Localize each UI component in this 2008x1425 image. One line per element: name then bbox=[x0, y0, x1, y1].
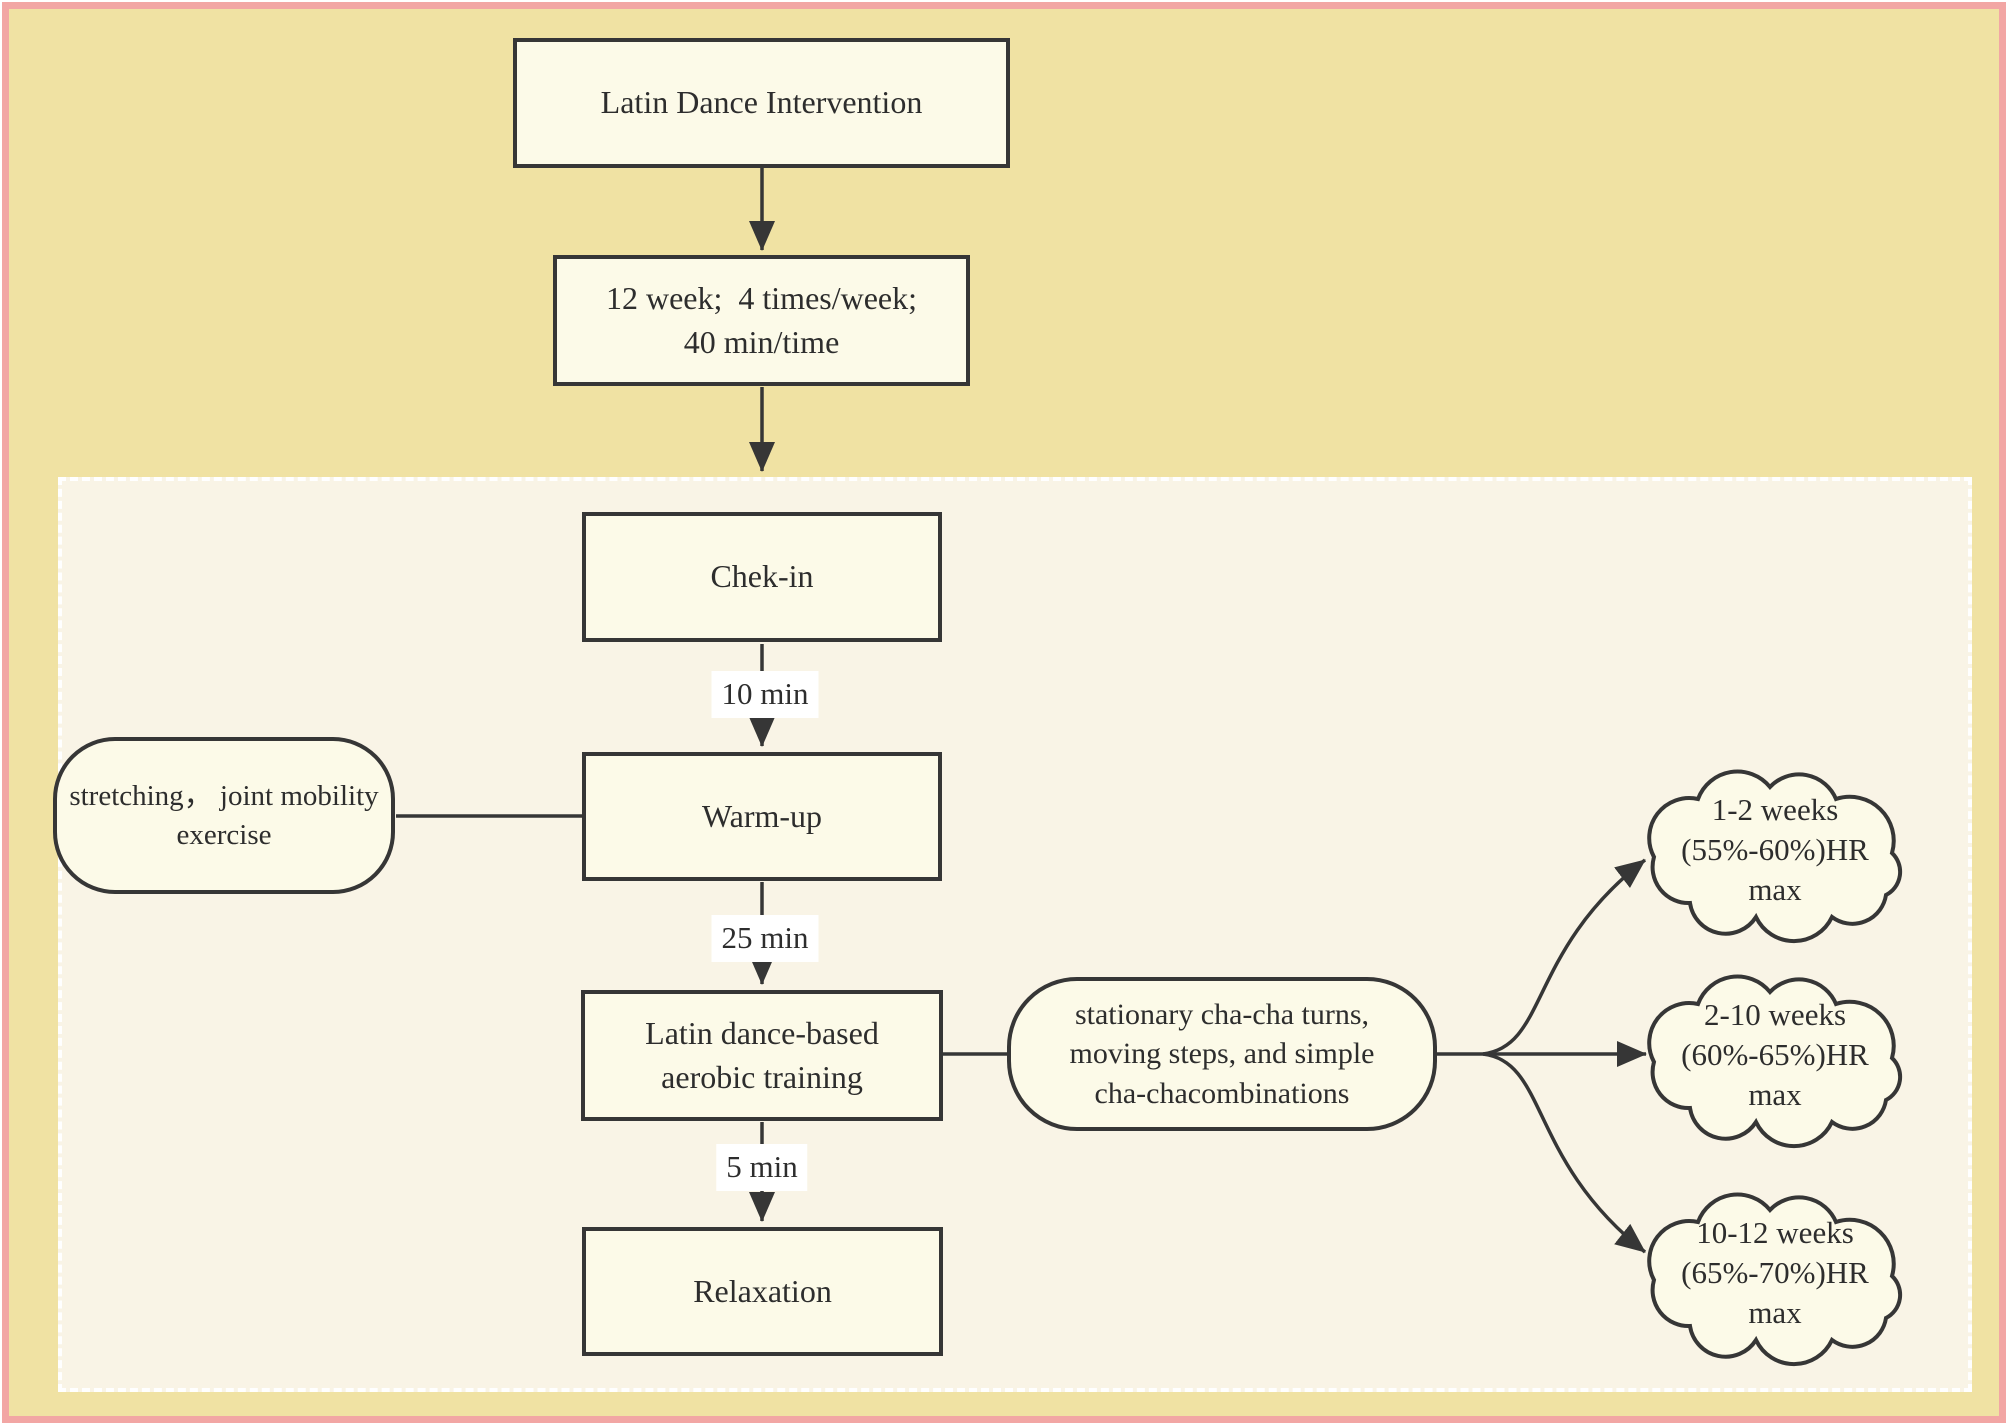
cloud-line: max bbox=[1748, 871, 1802, 907]
node-relaxation: Relaxation bbox=[582, 1227, 943, 1356]
cloud-line: (55%-60%)HR bbox=[1681, 832, 1869, 868]
cloud-line: (65%-70%)HR bbox=[1681, 1255, 1869, 1291]
note-line: exercise bbox=[176, 818, 272, 851]
node-label: Warm-up bbox=[701, 797, 823, 834]
cloud-1-text: 1-2 weeks (55%-60%)HR max bbox=[1640, 765, 1910, 935]
cloud-line: 1-2 weeks bbox=[1711, 792, 1839, 828]
note-line: moving steps, and simple bbox=[1069, 1037, 1375, 1071]
node-warm-up: Warm-up bbox=[582, 752, 942, 881]
node-aerobic-training: Latin dance-based aerobic training bbox=[581, 990, 943, 1121]
cloud-line: 10-12 weeks bbox=[1696, 1215, 1854, 1251]
node-latin-dance-intervention: Latin Dance Intervention bbox=[513, 38, 1010, 168]
note-line: stretching， joint mobility bbox=[69, 780, 379, 813]
node-line: Latin dance-based bbox=[645, 1015, 879, 1052]
node-line: aerobic training bbox=[661, 1058, 863, 1095]
note-chacha: stationary cha-cha turns, moving steps, … bbox=[1007, 977, 1437, 1131]
cloud-2-text: 2-10 weeks (60%-65%)HR max bbox=[1640, 970, 1910, 1140]
edge-label-checkin-warmup: 10 min bbox=[711, 671, 819, 718]
node-label: Latin Dance Intervention bbox=[600, 84, 923, 121]
node-line: 12 week; 4 times/week; bbox=[605, 280, 918, 317]
node-schedule: 12 week; 4 times/week; 40 min/time bbox=[553, 255, 970, 386]
edge-label-warmup-aerobic: 25 min bbox=[711, 915, 819, 962]
cloud-3-text: 10-12 weeks (65%-70%)HR max bbox=[1640, 1188, 1910, 1358]
cloud-line: max bbox=[1748, 1294, 1802, 1330]
node-label: Relaxation bbox=[693, 1272, 832, 1309]
node-label: Chek-in bbox=[710, 558, 814, 595]
node-line: 40 min/time bbox=[683, 323, 840, 360]
cloud-line: 2-10 weeks bbox=[1703, 997, 1847, 1033]
cloud-line: max bbox=[1748, 1076, 1802, 1112]
note-stretching: stretching， joint mobility exercise bbox=[53, 737, 395, 894]
edge-label-aerobic-relaxation: 5 min bbox=[716, 1144, 808, 1191]
cloud-line: (60%-65%)HR bbox=[1681, 1037, 1869, 1073]
node-check-in: Chek-in bbox=[582, 512, 942, 642]
note-line: cha-chacombinations bbox=[1094, 1076, 1350, 1110]
note-line: stationary cha-cha turns, bbox=[1074, 997, 1370, 1031]
